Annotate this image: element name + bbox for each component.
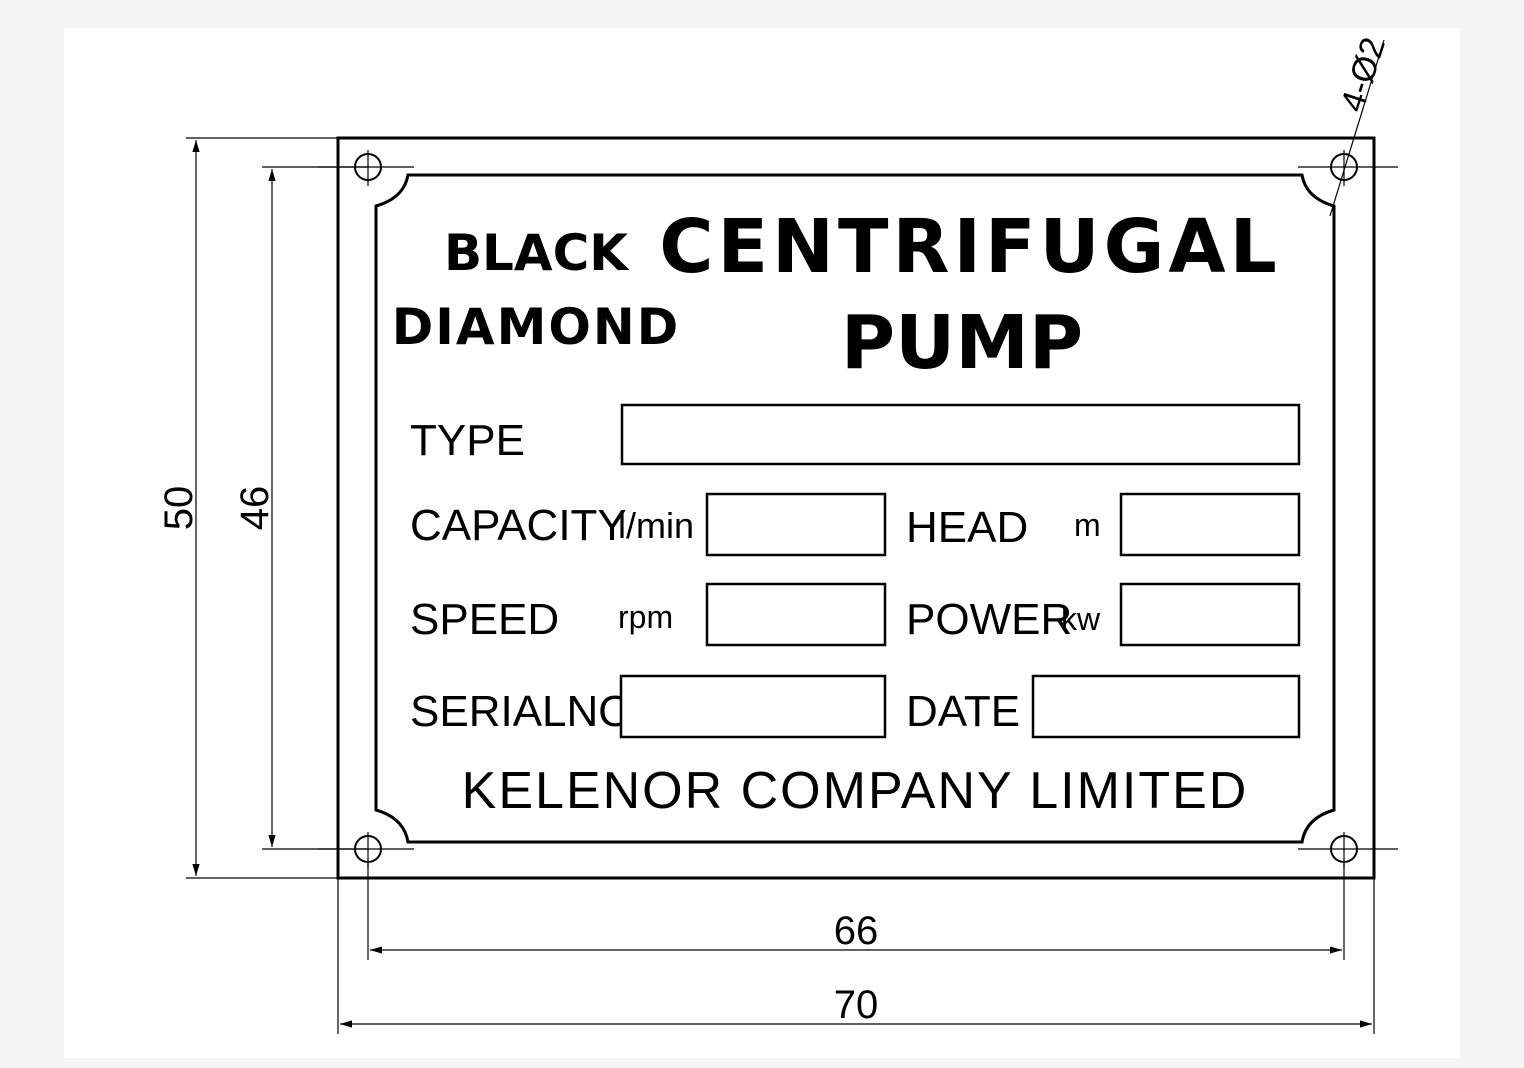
power-label: POWER [906,595,1072,644]
speed-unit: rpm [618,599,673,635]
title-line-2: PUMP [841,300,1083,386]
type-field [620,403,1301,466]
speed-field [705,582,887,647]
brand-line-1: BLACK [444,224,630,282]
date-label: DATE [906,687,1020,736]
hole-callout-label: 4-Ø2 [1333,33,1393,117]
capacity-unit: l/min [618,505,694,546]
serial-label: SERIALNO. [410,687,645,736]
dimension-outer-width: 70 [337,878,1375,1034]
type-label: TYPE [410,416,525,465]
dimension-outer-height: 50 [157,137,338,879]
dimension-inner-width: 66 [367,862,1345,960]
power-unit: kw [1061,601,1101,637]
dimension-inner-height: 46 [233,166,368,850]
power-field [1119,582,1301,647]
title-line-1: CENTRIFUGAL [659,204,1281,290]
capacity-field [705,492,887,557]
speed-label: SPEED [410,595,559,644]
date-field [1031,674,1301,739]
dim-inner-height-value: 46 [233,486,277,531]
plate-outline [336,136,1376,880]
dim-inner-width-value: 66 [834,909,879,953]
head-field [1119,492,1301,557]
hole-callout: 4-Ø2 [1329,33,1393,217]
brand-line-2: DIAMOND [392,298,680,356]
head-unit: m [1074,507,1101,543]
dim-outer-width-value: 70 [834,983,879,1027]
company-name: KELENOR COMPANY LIMITED [462,762,1249,820]
capacity-label: CAPACITY [410,501,627,550]
serial-field [619,674,887,739]
dim-outer-height-value: 50 [157,486,201,531]
head-label: HEAD [906,503,1028,552]
plate-inner-border [374,173,1336,844]
